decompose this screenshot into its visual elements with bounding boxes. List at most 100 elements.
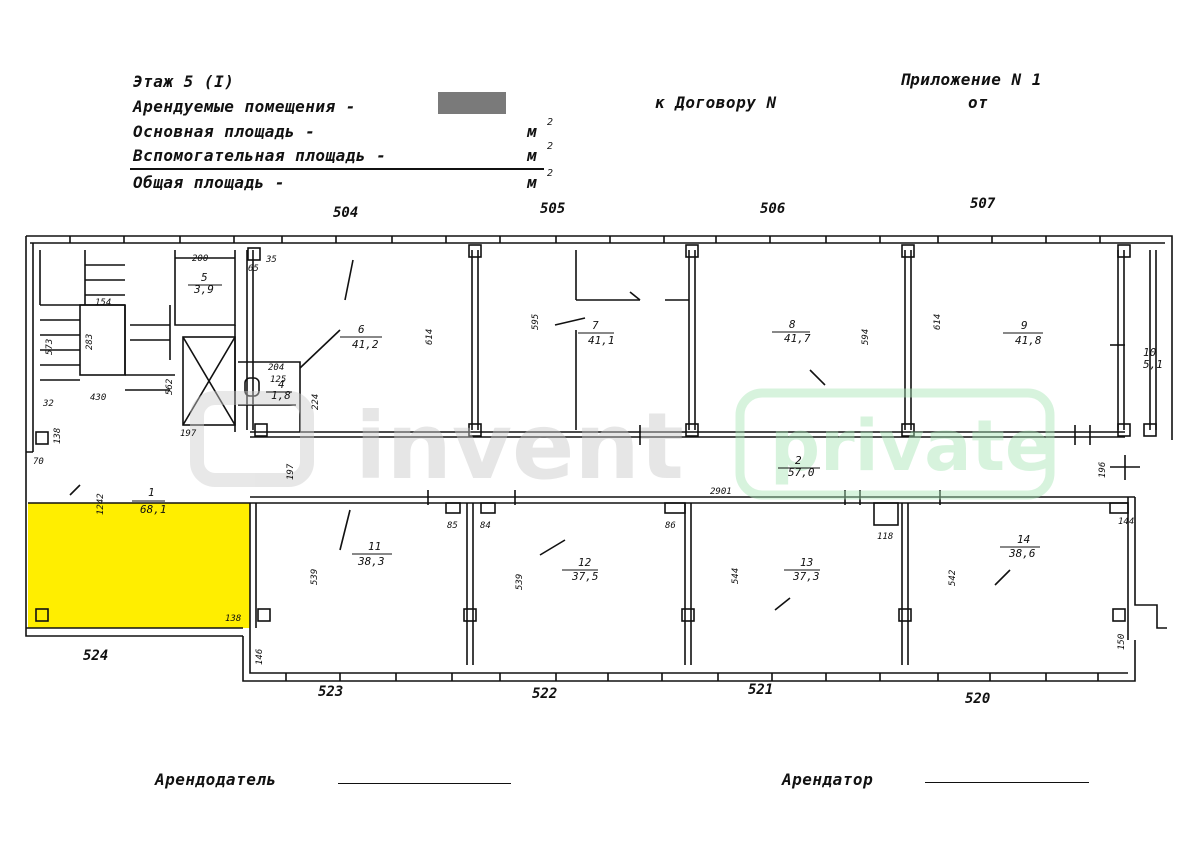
pillar	[1143, 423, 1157, 437]
dim-84: 84	[480, 521, 491, 531]
dim-200: 200	[192, 254, 208, 264]
pillar	[1117, 244, 1131, 258]
outer-wall-left-details	[26, 451, 243, 629]
stair-landing	[125, 374, 175, 391]
room-14-area: 38,6	[1008, 547, 1036, 560]
dim-86: 86	[665, 521, 676, 531]
pillar	[468, 423, 482, 437]
wall-8-9	[904, 250, 912, 430]
corridor-marks-2	[1110, 455, 1140, 480]
corridor-marks-3	[427, 490, 941, 505]
room-2-area: 57,0	[788, 466, 815, 479]
watermark-logo-icon	[190, 391, 314, 487]
door	[299, 329, 341, 369]
pillar	[685, 423, 699, 437]
room-7-area: 41,1	[588, 334, 615, 347]
room-9-number: 9	[1021, 319, 1028, 332]
pillar	[257, 608, 271, 622]
dim-614-a: 614	[425, 329, 435, 345]
shaft	[480, 502, 496, 514]
dim-573: 573	[45, 339, 55, 355]
room-10-area: 5,1	[1143, 358, 1163, 371]
outer-room-506: 506	[760, 201, 785, 217]
shaft	[445, 502, 461, 514]
redacted-value	[438, 92, 506, 114]
total-area-unit: м	[527, 173, 538, 192]
corridor-marks	[639, 425, 1091, 445]
dim-196: 196	[1098, 462, 1108, 478]
main-area-unit-sup: 2	[547, 117, 554, 128]
pillar	[685, 244, 699, 258]
pillar	[463, 608, 477, 622]
dim-118: 118	[877, 532, 893, 542]
room-12-area: 37,5	[571, 570, 599, 583]
sum-rule	[130, 168, 544, 170]
dim-125: 125	[270, 375, 286, 385]
room-11-number: 11	[368, 540, 381, 553]
dim-430: 430	[90, 393, 106, 403]
door	[809, 369, 826, 386]
main-area-unit: м	[527, 122, 538, 141]
dim-544: 544	[731, 568, 741, 584]
door	[629, 291, 641, 301]
room-5-walls	[174, 250, 236, 326]
pillar	[681, 608, 695, 622]
room-4-number: 4	[278, 378, 285, 391]
dim-539-a: 539	[310, 569, 320, 585]
dimension-labels: 200 154 283 573 430 562 614 595 594 614 …	[33, 254, 1134, 665]
dim-614-b: 614	[933, 314, 943, 330]
main-area-label: Основная площадь -	[133, 122, 316, 141]
dim-542: 542	[948, 570, 958, 586]
room-8-area: 41,7	[784, 332, 811, 345]
outer-wall-top	[26, 235, 1173, 440]
dim-283: 283	[85, 334, 95, 350]
room-1-highlight	[28, 503, 250, 628]
wall-12-13	[684, 503, 692, 665]
stair-well	[79, 304, 126, 376]
outer-room-523: 523	[318, 684, 343, 700]
room-8-number: 8	[789, 318, 796, 331]
wall-1-11	[249, 503, 257, 628]
stair-steps	[40, 264, 125, 381]
room-13-number: 13	[800, 556, 813, 569]
bottom-windows	[285, 673, 1099, 681]
room-5-number: 5	[201, 271, 208, 284]
rented-premises-label: Арендуемые помещения -	[133, 97, 356, 116]
pillar	[254, 423, 268, 437]
outer-room-524: 524	[83, 648, 108, 664]
dim-146: 146	[255, 649, 265, 665]
outer-room-505: 505	[540, 201, 565, 217]
outer-room-520: 520	[965, 691, 990, 707]
stair-outline	[39, 250, 126, 375]
dim-197-b: 197	[286, 463, 296, 480]
dim-539-b: 539	[515, 574, 525, 590]
aux-area-unit: м	[527, 146, 538, 165]
appendix-label: Приложение N 1	[900, 70, 1042, 89]
wall-11-12	[466, 503, 474, 665]
room-13-area: 37,3	[792, 570, 820, 583]
door	[344, 259, 354, 301]
elevator-cross	[182, 336, 236, 426]
dim-204: 204	[268, 363, 284, 373]
door	[539, 539, 566, 556]
door	[994, 569, 1011, 586]
room-9-area: 41,8	[1015, 334, 1042, 347]
room-6-number: 6	[358, 323, 365, 336]
outer-room-521: 521	[748, 682, 773, 698]
wall-6-west	[246, 250, 254, 430]
shaft	[664, 502, 686, 514]
pillar	[1112, 608, 1126, 622]
wall-13-14	[901, 503, 909, 665]
wc-walls	[238, 361, 301, 432]
door	[554, 317, 586, 326]
top-windows	[69, 236, 1101, 243]
pillar	[901, 423, 915, 437]
pillar	[247, 247, 261, 261]
room-1-number: 1	[148, 486, 155, 499]
landlord-label: Арендодатель	[155, 770, 277, 789]
toilet-fixture	[244, 377, 260, 397]
watermark-tag-box	[735, 388, 1055, 500]
dim-2901: 2901	[710, 487, 732, 497]
dim-154: 154	[95, 298, 111, 308]
